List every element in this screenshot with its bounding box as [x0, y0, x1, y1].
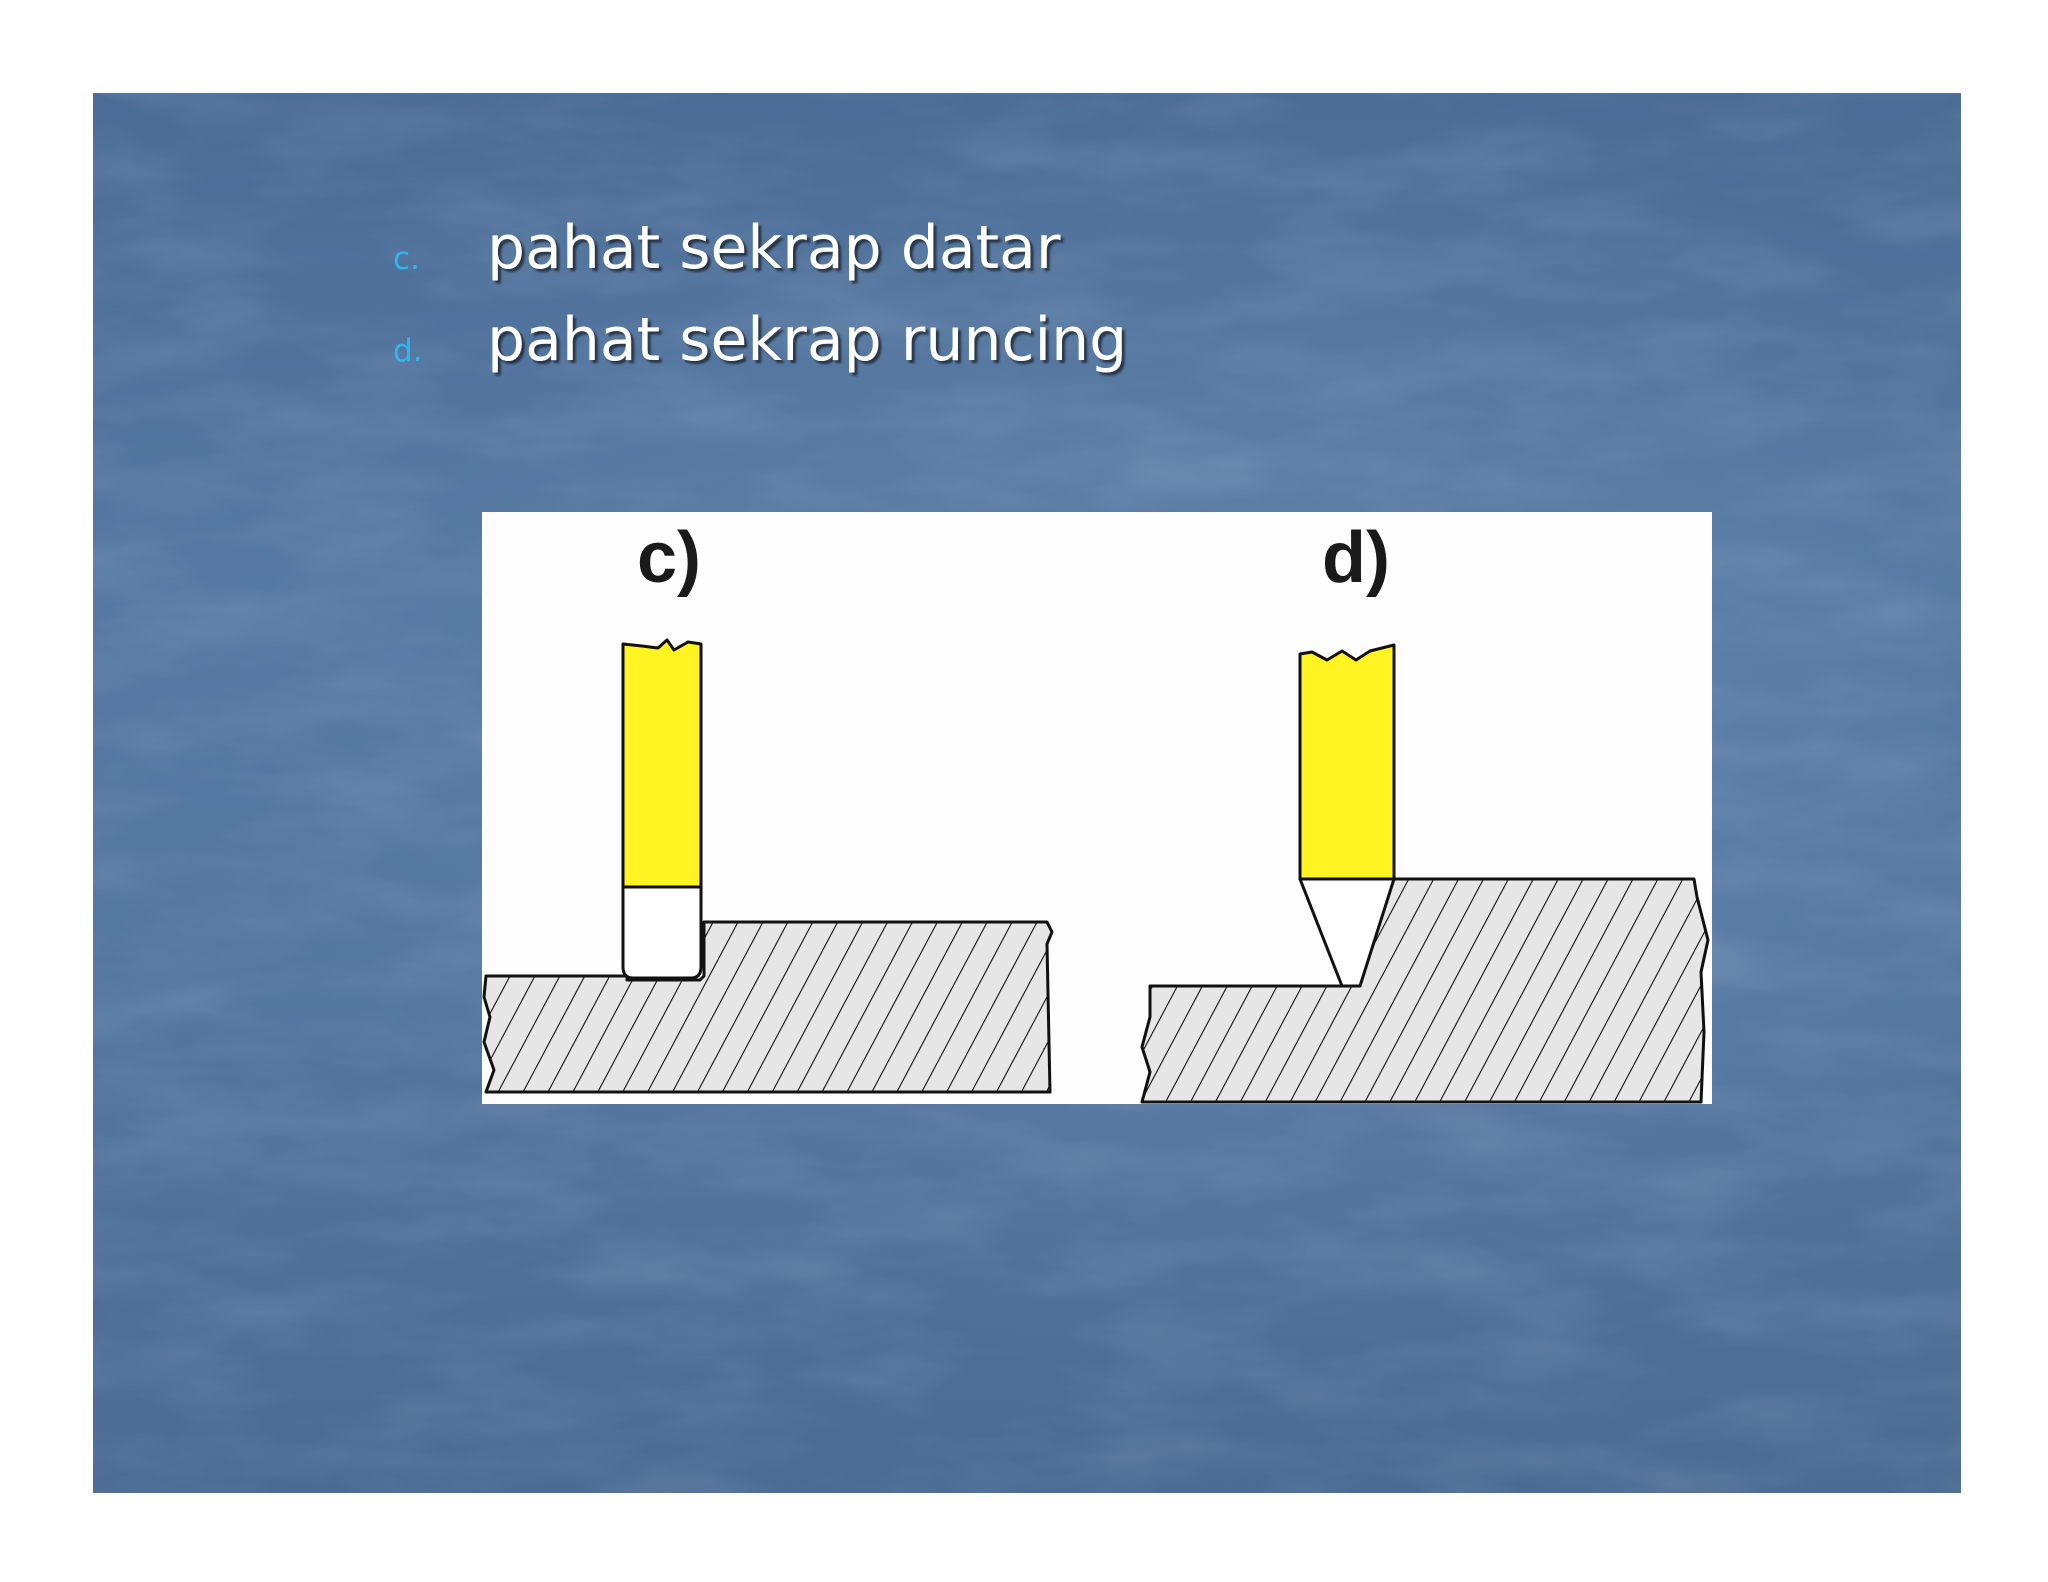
panel-c-flat-tool: c)	[482, 518, 1054, 1094]
label-d: d)	[1322, 518, 1390, 598]
label-c: c)	[637, 518, 701, 598]
bullet-text: pahat sekrap runcing	[487, 305, 1128, 375]
bullet-text: pahat sekrap datar	[487, 213, 1061, 283]
bullet-marker: c.	[393, 241, 420, 277]
workpiece-d	[1140, 877, 1710, 1104]
slide: c. pahat sekrap datar d. pahat sekrap ru…	[93, 93, 1961, 1493]
workpiece-c	[482, 920, 1054, 1094]
tool-d-shank	[1298, 643, 1396, 881]
tool-c-flat-tip	[621, 885, 703, 980]
bullet-marker: d.	[393, 333, 423, 369]
shaping-tools-figure: c) d)	[482, 512, 1712, 1104]
panel-d-pointed-tool: d)	[1140, 518, 1710, 1104]
tool-c-shank	[621, 638, 703, 889]
